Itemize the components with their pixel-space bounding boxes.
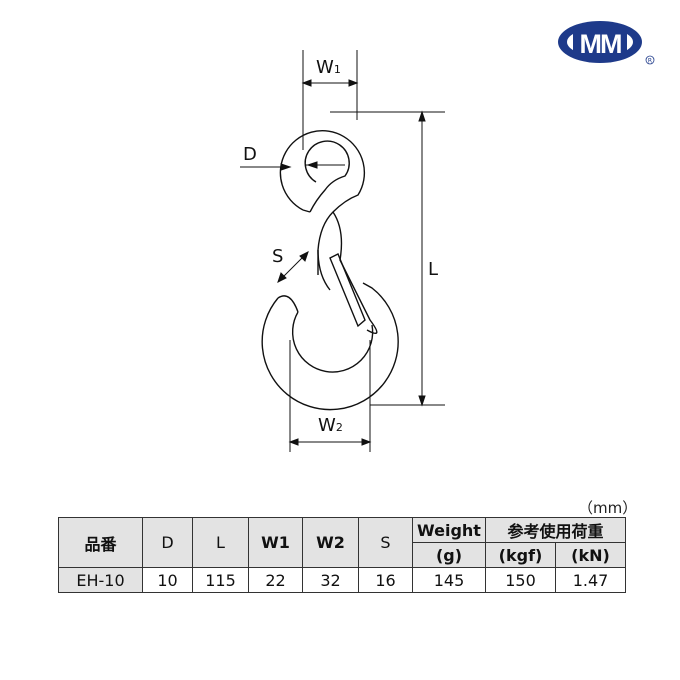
- spec-table: 品番 D L W1 W2 S Weight 参考使用荷重 (g) (kgf) (…: [58, 517, 626, 593]
- cell-kn: 1.47: [555, 567, 626, 593]
- latch: [329, 253, 366, 328]
- label-w1: W1: [316, 57, 341, 78]
- s-hook-diagram: W1 W2 D S L: [240, 50, 445, 452]
- header-weight: Weight: [412, 517, 486, 543]
- header-d: D: [142, 517, 193, 568]
- header-part: 品番: [58, 517, 143, 568]
- cell-s: 16: [358, 567, 413, 593]
- mm-logo: MM R: [558, 21, 655, 65]
- label-l: L: [428, 259, 438, 280]
- cell-weight: 145: [412, 567, 486, 593]
- header-s: S: [358, 517, 413, 568]
- header-kn: (kN): [555, 542, 626, 568]
- cell-part: EH-10: [58, 567, 143, 593]
- header-l: L: [192, 517, 249, 568]
- cell-w1: 22: [248, 567, 303, 593]
- header-w2: W2: [302, 517, 359, 568]
- svg-text:MM: MM: [580, 29, 621, 59]
- svg-text:R: R: [648, 58, 652, 65]
- table-row: EH-10 10 115 22 32 16 145 150 1.47: [58, 567, 626, 593]
- cell-l: 115: [192, 567, 249, 593]
- header-load: 参考使用荷重: [485, 517, 626, 543]
- header-weight-unit: (g): [412, 542, 486, 568]
- cell-kgf: 150: [485, 567, 556, 593]
- header-kgf: (kgf): [485, 542, 556, 568]
- hook-bottom: [261, 282, 399, 411]
- label-s: S: [272, 246, 283, 267]
- unit-label: （mm）: [578, 499, 638, 517]
- hook-top-eye: [279, 130, 366, 275]
- cell-d: 10: [142, 567, 193, 593]
- cell-w2: 32: [302, 567, 359, 593]
- header-w1: W1: [248, 517, 303, 568]
- label-d: D: [243, 144, 257, 165]
- label-w2: W2: [318, 415, 343, 436]
